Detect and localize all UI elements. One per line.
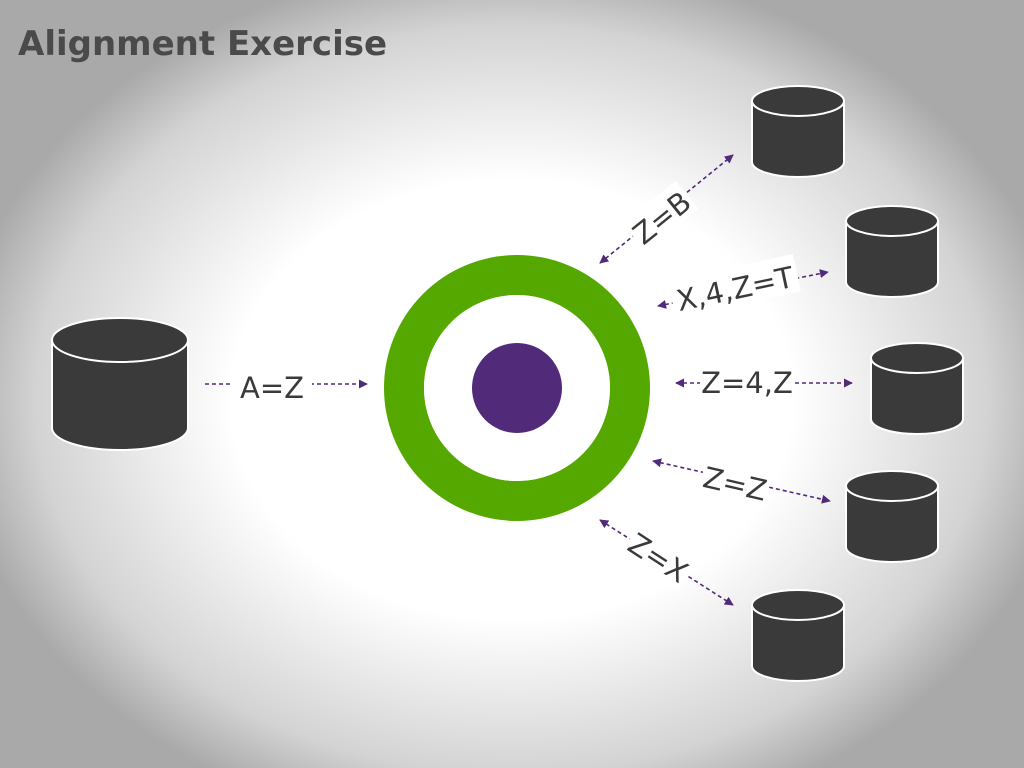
target-database-icon <box>845 205 939 298</box>
target-database-icon <box>870 342 964 435</box>
target-link-arrow <box>652 458 831 504</box>
source-link-label: A=Z <box>240 371 304 405</box>
slide-title: Alignment Exercise <box>18 24 388 64</box>
central-hub-icon <box>384 255 650 521</box>
target-link-label: Z=4,Z <box>701 366 793 400</box>
target-database-icon <box>751 589 845 682</box>
source-link-label-bg <box>232 366 312 404</box>
target-database-icon <box>751 85 845 178</box>
target-link-label: Z=Z <box>700 460 770 508</box>
target-database-icon <box>845 470 939 563</box>
source-database-icon <box>51 317 189 451</box>
